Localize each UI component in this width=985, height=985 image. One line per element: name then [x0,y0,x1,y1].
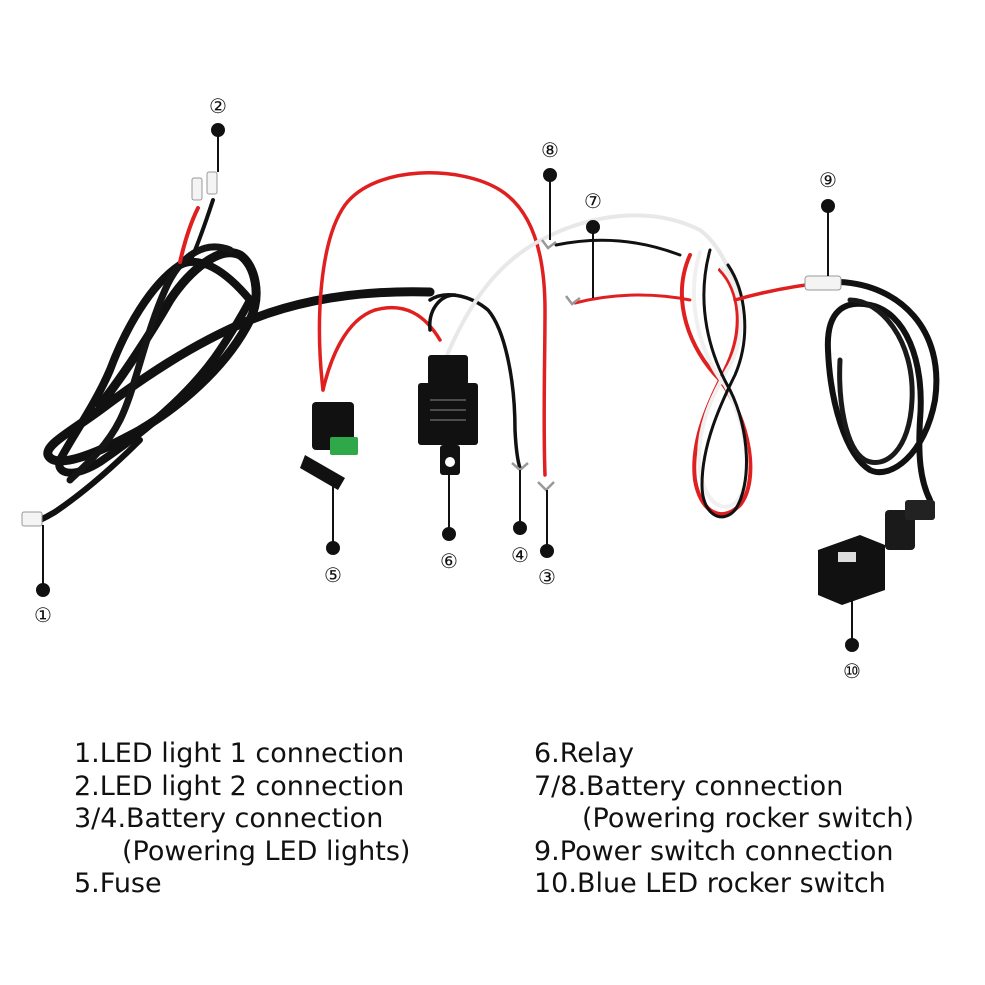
ring-terminal-3 [537,481,555,492]
legend-item-7-8: 7/8.Battery connection [534,770,844,802]
red-wire-7 [573,293,692,305]
led2-lead-red [178,206,200,264]
marker-1: ① [34,603,52,627]
ring-terminal-8 [541,239,557,250]
switch-connector [804,275,842,291]
black-wire-relay-4 [428,293,522,470]
led1-connector [21,511,43,527]
led2-connector-b [206,171,218,195]
marker-7: ⑦ [584,189,602,213]
legend-item-1: 1.LED light 1 connection [74,738,405,769]
twisted-harness-b [692,250,749,509]
ring-terminal-7 [565,295,581,306]
black-wire-relay-top [428,293,457,332]
marker-4: ④ [511,543,529,567]
rocker-switch [818,500,935,605]
legend-item-10: 10.Blue LED rocker switch [534,868,886,899]
components [21,171,935,605]
legend-right-column: 6.Relay 7/8.Battery connection (Powering… [534,738,914,901]
red-wire-fuse [321,305,442,392]
leader-lines [36,123,859,652]
marker-9: ⑨ [819,168,837,192]
legend-item-6: 6.Relay [534,738,634,769]
marker-labels: ① ② ③ ④ ⑤ ⑥ ⑦ ⑧ ⑨ ⑩ [34,94,861,683]
marker-3: ③ [538,565,556,589]
legend-item-3-4: 3/4.Battery connection [74,803,384,834]
legend-item-5: 5.Fuse [74,868,162,899]
led2-connector-a [191,177,203,201]
legend-item-2: 2.LED light 2 connection [74,770,405,802]
legend-item-7-8-detail: (Powering rocker switch) [582,803,915,834]
marker-6: ⑥ [440,549,458,573]
red-wire-loop-top [317,171,547,477]
relay [418,355,478,475]
legend-item-9: 9.Power switch connection [534,835,894,867]
white-wire-8 [443,213,742,362]
switch-cable-coil [824,279,940,503]
legend-item-3-4-detail: (Powering LED lights) [122,835,411,867]
led2-lead-black [188,198,215,264]
harness-wires [33,171,940,525]
marker-2: ② [209,94,227,118]
twisted-harness-a [680,253,753,517]
marker-10: ⑩ [843,659,861,683]
legend-left-column: 1.LED light 1 connection 2.LED light 2 c… [74,738,410,901]
twisted-harness-c [700,248,748,519]
marker-5: ⑤ [324,563,342,587]
switch-cable-coil-2 [837,297,915,465]
marker-8: ⑧ [541,138,559,162]
black-wire-7 [554,238,682,257]
fuse-holder [300,402,358,490]
